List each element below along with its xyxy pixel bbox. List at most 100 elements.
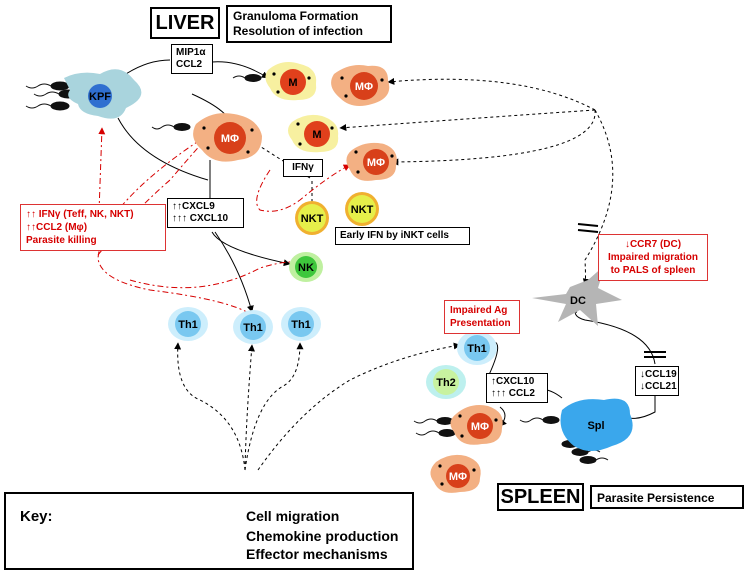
migration-to-macrophage — [391, 109, 596, 166]
ccr7-label: ↓CCR7 (DC) — [624, 239, 682, 250]
presentation-label: Presentation — [450, 318, 511, 329]
ccl19-ccl21-box: ↓CCL19 ↓CCL21 — [635, 366, 679, 396]
ccr7-box: ↓CCR7 (DC) Impaired migration to PALS of… — [598, 234, 708, 281]
th2-cell: Th2 — [426, 365, 466, 399]
macrophage-label: MΦ — [355, 81, 373, 93]
mip1a-label: MIP1α — [176, 47, 206, 58]
parasite-icon — [415, 429, 456, 437]
blocked-pathway-marks — [577, 223, 666, 358]
migration-to-dc — [582, 109, 614, 286]
spleen-cell-body — [560, 398, 633, 451]
ccl21-label: ↓CCL21 — [640, 381, 677, 392]
cxcl10-label: ↑↑↑ CXCL10 — [172, 213, 229, 224]
kupffer-cell: KPF — [64, 69, 142, 119]
parasite-icon — [519, 416, 560, 424]
parasite-icon — [25, 101, 70, 111]
effector-to-macrophage-right-arrow — [256, 164, 351, 212]
liver-description: Granuloma Formation Resolution of infect… — [226, 5, 392, 43]
spleen-ccl2-label: ↑↑↑ CCL2 — [491, 388, 535, 399]
th1-label: Th1 — [467, 343, 487, 355]
macrophage-label: MΦ — [367, 157, 385, 169]
cxcl-to-th1-arrow — [214, 231, 254, 313]
th1-cell-right: Th1 — [281, 307, 321, 341]
migration-arrows — [174, 77, 614, 471]
th1-label: Th1 — [178, 319, 198, 331]
effector-from-nk — [129, 261, 291, 289]
chemokine-arrows — [117, 59, 656, 427]
liver-effector-box: ↑↑ IFNγ (Teff, NK, NKT) ↑↑CCL2 (Mφ) Para… — [20, 204, 166, 251]
parasite-icon — [151, 123, 191, 131]
effector-ifng-label: ↑↑ IFNγ (Teff, NK, NKT) — [26, 209, 134, 220]
mip-ccl2-box: MIP1α CCL2 — [171, 44, 213, 74]
th1-label: Th1 — [243, 322, 263, 334]
macrophage-liver-right: MΦ — [346, 142, 397, 181]
kupffer-cell-label: KPF — [89, 91, 111, 103]
effector-ccl2-label: ↑↑CCL2 (Mφ) — [26, 222, 88, 233]
spl-to-ccl19-line — [627, 394, 656, 419]
parasite-icon — [579, 456, 609, 464]
monocyte-label: M — [312, 129, 321, 141]
early-ifn-box: Early IFN by iNKT cells — [335, 227, 470, 245]
cxcl9-label: ↑↑CXCL9 — [172, 201, 215, 212]
liver-desc-line-2: Resolution of infection — [233, 24, 363, 38]
key-title: Key: — [20, 508, 53, 525]
liver-desc-line-1: Granuloma Formation — [233, 9, 359, 23]
nkt-cell-1: NKT — [295, 201, 329, 235]
ccl2-label: CCL2 — [176, 59, 203, 70]
spl-label: Spl — [587, 420, 604, 432]
spleen-cell: Spl — [560, 398, 633, 451]
migration-to-th1-left — [174, 342, 246, 471]
nkt-label: NKT — [301, 213, 324, 225]
parasite-icon — [413, 417, 454, 425]
ifng-box: IFNγ — [283, 159, 323, 177]
nk-label: NK — [298, 262, 314, 274]
nkt-cell-2: NKT — [345, 192, 379, 226]
macrophage-label: MΦ — [221, 133, 239, 145]
macrophage-top-right: MΦ — [331, 65, 390, 106]
th1-cell-spleen: Th1 — [457, 331, 497, 365]
th1-label: Th1 — [291, 319, 311, 331]
spleen-description: Parasite Persistence — [590, 485, 744, 509]
liver-title: LIVER — [150, 7, 220, 39]
impaired-ag-box: Impaired Ag Presentation — [444, 300, 520, 334]
migration-to-th1-right — [244, 342, 304, 471]
key-migration-label: Cell migration — [246, 508, 340, 524]
dc-label: DC — [570, 295, 586, 307]
th1-cell-left: Th1 — [168, 307, 208, 341]
th2-label: Th2 — [436, 377, 456, 389]
effector-killing-label: Parasite killing — [26, 235, 97, 246]
macrophage-label: MΦ — [449, 471, 467, 483]
migration-to-spleen-th1 — [257, 342, 461, 471]
kpf-to-cxcl-line — [117, 117, 209, 181]
nk-cell: NK — [289, 252, 323, 282]
macrophage-liver-center: MΦ — [193, 113, 262, 162]
mip-to-monocyte-arrow — [211, 61, 269, 79]
migration-to-monocyte — [339, 109, 596, 132]
pals-label: to PALS of spleen — [610, 265, 696, 276]
nkt-label: NKT — [351, 204, 374, 216]
macrophage-spleen-1: MΦ — [450, 405, 503, 445]
cxcl-to-nk-arrow — [211, 231, 291, 267]
monocyte-2: M — [288, 114, 339, 153]
monocyte-label: M — [288, 77, 297, 89]
spleen-title: SPLEEN — [497, 483, 584, 511]
ccl19-label: ↓CCL19 — [640, 369, 677, 380]
impaired-ag-label: Impaired Ag — [450, 305, 508, 316]
key-effector-label: Effector mechanisms — [246, 546, 388, 562]
parasite-icon — [232, 74, 262, 82]
effector-to-macrophage-arrow — [97, 139, 206, 256]
key-legend: Key: — [4, 492, 414, 570]
migration-to-th1-center — [244, 344, 255, 471]
migration-to-macrophage-top — [387, 77, 596, 111]
kupffer-cell-nucleus — [88, 84, 112, 108]
parasite-icon — [25, 81, 70, 91]
spleen-cxcl10-ccl2-box: ↑CXCL10 ↑↑↑ CCL2 — [486, 373, 548, 403]
th1-cell-center: Th1 — [233, 310, 273, 344]
macrophage-label: MΦ — [471, 421, 489, 433]
key-chemokine-label: Chemokine production — [246, 528, 399, 544]
impaired-migration-label: Impaired migration — [607, 252, 698, 263]
spleen-cxcl10-label: ↑CXCL10 — [491, 376, 535, 387]
monocyte-1: M — [265, 62, 317, 101]
cxcl9-cxcl10-box: ↑↑CXCL9 ↑↑↑ CXCL10 — [167, 198, 244, 228]
